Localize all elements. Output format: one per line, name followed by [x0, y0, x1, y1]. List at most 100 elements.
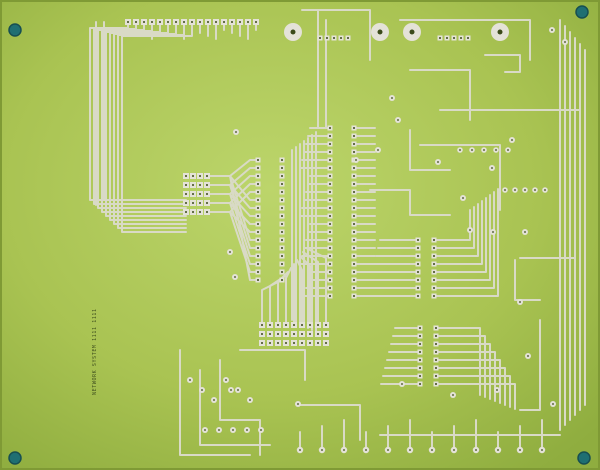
via-hole [397, 119, 399, 121]
trace [296, 259, 303, 326]
pad-hole [353, 135, 355, 137]
pad-hole [206, 184, 208, 186]
pad-hole [353, 247, 355, 249]
trace [435, 327, 481, 396]
trace [435, 343, 491, 400]
pad-hole [281, 271, 283, 273]
pad-hole [207, 21, 209, 23]
pad-hole [281, 159, 283, 161]
pad-hole [433, 255, 435, 257]
pad-hole [460, 37, 462, 39]
via-hole [401, 383, 403, 385]
pad-hole [435, 327, 437, 329]
pad-hole [257, 207, 259, 209]
pad-hole [353, 255, 355, 257]
trace [219, 359, 261, 456]
pad-hole [231, 21, 233, 23]
pad-hole [239, 21, 241, 23]
pad-hole [257, 279, 259, 281]
trace [205, 202, 259, 265]
via-hole [355, 159, 357, 161]
via-hole [519, 301, 521, 303]
pad-hole [281, 175, 283, 177]
pad-hole [353, 167, 355, 169]
pad-hole [329, 167, 331, 169]
large-round-pads [284, 23, 509, 41]
via-hole [437, 161, 439, 163]
pad-hole [433, 239, 435, 241]
mounting-hole-top-right [575, 5, 589, 19]
pad-hole [353, 183, 355, 185]
trace [409, 69, 471, 121]
pad-hole [417, 279, 419, 281]
pad-hole [185, 184, 187, 186]
pad-hole [417, 295, 419, 297]
via-hole [497, 449, 499, 451]
trace [101, 21, 187, 213]
pad-hole [453, 37, 455, 39]
trace [433, 206, 475, 249]
pad-hole [329, 199, 331, 201]
pad-hole [257, 223, 259, 225]
via-hole [218, 429, 220, 431]
trace [514, 259, 541, 301]
pad-hole [257, 183, 259, 185]
pad-hole [435, 367, 437, 369]
trace [433, 197, 487, 273]
pad-hole [439, 37, 441, 39]
pad-hole [281, 207, 283, 209]
via-hole [204, 429, 206, 431]
pad-hole [329, 247, 331, 249]
pad-hole [329, 135, 331, 137]
trace [205, 211, 259, 273]
via-hole [511, 139, 513, 141]
trace [433, 209, 471, 241]
trace [277, 271, 289, 326]
pad-hole [329, 159, 331, 161]
via-hole [232, 429, 234, 431]
large-pad-hole [497, 29, 503, 35]
via-hole [453, 449, 455, 451]
pad-hole [353, 279, 355, 281]
pad-hole [277, 324, 279, 326]
pad-hole [192, 202, 194, 204]
trace [205, 184, 259, 249]
pad-hole [433, 279, 435, 281]
pad-hole [281, 223, 283, 225]
pad-hole [281, 279, 283, 281]
pad-hole [353, 175, 355, 177]
trace [433, 188, 499, 297]
pad-hole [353, 215, 355, 217]
pad-hole [417, 287, 419, 289]
via-hole [491, 167, 493, 169]
via-hole [514, 189, 516, 191]
pad-hole [257, 159, 259, 161]
pad-hole [419, 343, 421, 345]
trace [117, 21, 187, 229]
pad-hole [215, 21, 217, 23]
pad-hole [185, 211, 187, 213]
pad-hole [353, 143, 355, 145]
pad-hole [435, 351, 437, 353]
pad-hole [329, 143, 331, 145]
pad-hole [417, 255, 419, 257]
via-hole [496, 389, 498, 391]
pad-hole [175, 21, 177, 23]
trace [205, 175, 259, 281]
via-hole [519, 449, 521, 451]
pad-hole [419, 327, 421, 329]
pad-hole [446, 37, 448, 39]
pad-hole [329, 191, 331, 193]
via-hole [552, 403, 554, 405]
pad-hole [329, 127, 331, 129]
pad-hole [185, 175, 187, 177]
large-pad-hole [377, 29, 383, 35]
pad-hole [417, 239, 419, 241]
pad-hole [325, 333, 327, 335]
pad-hole [257, 247, 259, 249]
pad-hole [419, 335, 421, 337]
via-hole [431, 449, 433, 451]
pad-hole [269, 333, 271, 335]
pad-hole [257, 255, 259, 257]
